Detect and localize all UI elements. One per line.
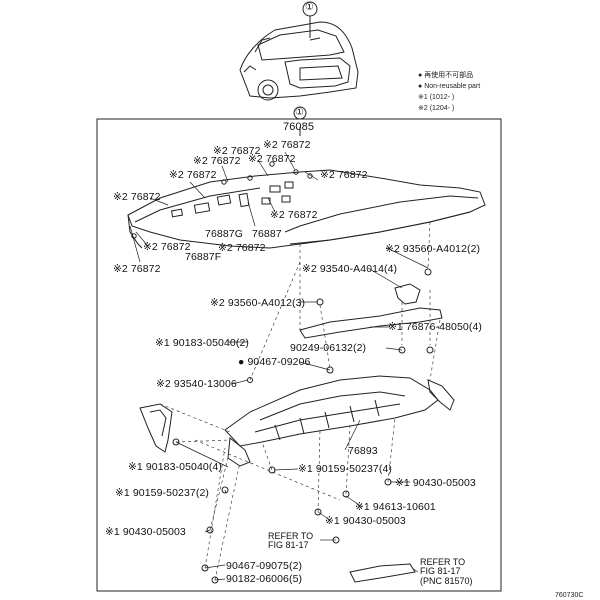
- part-label: 76887: [252, 228, 282, 240]
- part-label: ※2 93540-13006: [156, 378, 237, 390]
- part-label: ※1 90430-05003: [325, 515, 406, 527]
- part-label: ※1 90159-50237(4): [298, 463, 392, 475]
- part-label: ※2 93560-A4012(3): [210, 297, 306, 309]
- part-label: ※2 76872: [143, 241, 191, 253]
- part-label: ※2 93560-A4012(2): [385, 243, 481, 255]
- part-label: ※2 76872: [193, 155, 241, 167]
- figure-reference: REFER TO FIG 81-17 (PNC 81570): [420, 557, 473, 586]
- part-label: ※1 90159-50237(2): [115, 487, 209, 499]
- drawing-code: 760730C: [555, 592, 584, 599]
- part-label: 90182-06006(5): [226, 573, 303, 585]
- part-label: ※1 90430-05003: [395, 477, 476, 489]
- part-label: ※1 90430-05003: [105, 526, 186, 538]
- part-label: ※1 90183-05040(2): [155, 337, 249, 349]
- part-label: ※2 93540-A4014(4): [302, 263, 398, 275]
- part-label: 76893: [348, 445, 378, 457]
- assembly-frame: [96, 118, 502, 592]
- assembly-part-number: 76085: [283, 121, 315, 133]
- part-label: 90249-06132(2): [290, 342, 367, 354]
- legend-item: ※2 (1204- ): [418, 105, 455, 112]
- part-label: ※2 76872: [218, 242, 266, 254]
- part-label: ※2 76872: [248, 153, 296, 165]
- part-label: ※2 76872: [263, 139, 311, 151]
- part-label: ※2 76872: [320, 169, 368, 181]
- part-label: ※2 76872: [113, 263, 161, 275]
- legend-item: ● 再使用不可部品: [418, 72, 474, 79]
- part-label: ※2 76872: [270, 209, 318, 221]
- callout-number-top: ①: [305, 2, 315, 13]
- legend-item: ● Non-reusable part: [418, 83, 481, 90]
- part-label: ● 90467-09206: [238, 356, 311, 368]
- callout-circle-frame: [293, 106, 307, 120]
- garnish-assembly-shape: [139, 268, 455, 584]
- callout-number-frame: ①: [295, 107, 305, 118]
- assembly-guide-lines: [159, 221, 441, 581]
- rear-spoiler-shape: [127, 161, 486, 249]
- part-label: ※1 76876-48050(4): [388, 321, 482, 333]
- part-label: 76887G: [205, 228, 243, 240]
- vehicle-illustration: [239, 21, 359, 101]
- part-label: ※2 76872: [113, 191, 161, 203]
- part-label: ※1 94613-10601: [355, 501, 436, 513]
- leader-lines-upper: [129, 151, 319, 263]
- figure-reference: REFER TO FIG 81-17: [268, 531, 314, 551]
- part-label: 90467-09075(2): [226, 560, 303, 572]
- part-label: 76887F: [185, 251, 222, 263]
- part-label: ※1 90183-05040(4): [128, 461, 222, 473]
- leader-lines-lower: [175, 247, 429, 581]
- legend-item: ※1 (1012- ): [418, 94, 455, 101]
- part-label: ※2 76872: [169, 169, 217, 181]
- part-label: ※2 76872: [213, 145, 261, 157]
